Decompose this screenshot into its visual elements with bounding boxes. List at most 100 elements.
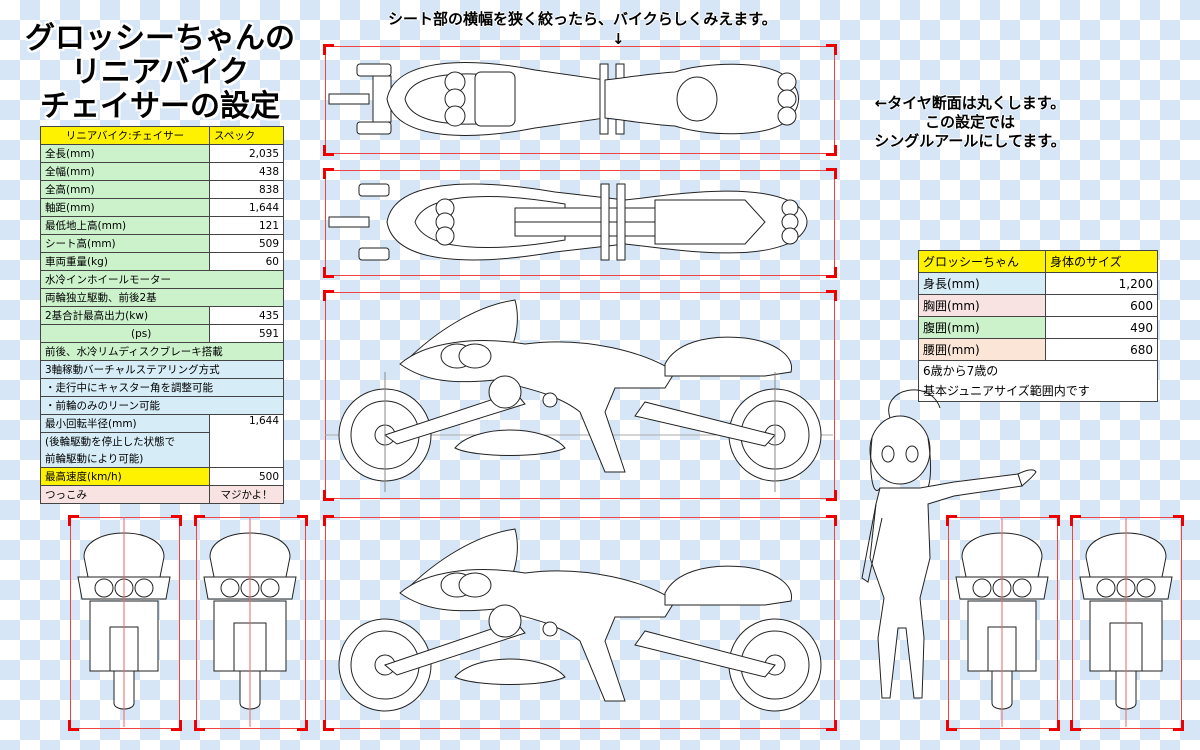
spec-row: 全長(mm)2,035	[40, 144, 285, 163]
spec-row: 前輪駆動により可能)	[40, 450, 284, 468]
spec-tsukkomi-label: つっこみ	[40, 485, 210, 504]
body-value: 680	[1045, 338, 1158, 361]
spec-label: 全高(mm)	[40, 180, 210, 199]
front-view-right-frame	[946, 515, 1060, 731]
character-drawing	[850, 378, 1040, 728]
bike-front-view-drawing	[70, 517, 178, 727]
page-title: グロッシーちゃんの リニアバイク チェイサーの設定	[10, 22, 310, 124]
body-size-table: グロッシーちゃん 身体のサイズ 身長(mm)1,200 胸囲(mm)600 腹囲…	[918, 250, 1158, 402]
side-view-frame	[323, 290, 837, 501]
spec-row: 軸距(mm)1,644	[40, 198, 285, 217]
spec-row: (ps)591	[40, 324, 285, 343]
spec-row: つっこみマジかよ！	[40, 485, 285, 504]
title-line-1: グロッシーちゃんの	[25, 21, 295, 56]
bike-side-view-perspective-drawing	[325, 517, 833, 727]
bike-front-view-right-drawing	[948, 517, 1056, 727]
spec-label: 車両重量(kg)	[40, 252, 210, 271]
spec-motor-2: 両輪独立駆動、前後2基	[40, 288, 284, 307]
body-note-line-2: 基本ジュニアサイズ範囲内です	[923, 384, 1090, 398]
spec-value: 438	[208, 162, 285, 181]
spec-label: シート高(mm)	[40, 234, 210, 253]
spec-speed-value: 500	[208, 467, 285, 486]
spec-value: 509	[208, 234, 285, 253]
spec-steer-2: ・走行中にキャスター角を調整可能	[40, 378, 284, 397]
spec-value: 2,035	[208, 144, 285, 163]
bottom-view-frame	[323, 168, 837, 278]
spec-turn-note-1: (後輪駆動を停止した状態で	[40, 432, 210, 450]
spec-label: 軸距(mm)	[40, 198, 210, 217]
tire-note: ←タイヤ断面は丸くします。 この設定では シングルアールにしてます。	[850, 94, 1090, 151]
tire-note-line-2: この設定では	[924, 113, 1015, 131]
body-header-name: グロッシーちゃん	[918, 250, 1046, 273]
spec-value: 838	[208, 180, 285, 199]
body-note: 6歳から7歳の 基本ジュニアサイズ範囲内です	[918, 360, 1158, 402]
spec-steer-3: ・前輪のみのリーン可能	[40, 396, 284, 415]
spec-power-ps-label: (ps)	[40, 324, 210, 343]
spec-power-label: 2基合計最高出力(kw)	[40, 306, 210, 325]
spec-row: 3軸稼動バーチャルステアリング方式	[40, 360, 284, 379]
bike-side-view-drawing	[325, 292, 833, 497]
spec-value: 1,644	[208, 198, 285, 217]
tire-note-line-1: ←タイヤ断面は丸くします。	[874, 94, 1066, 112]
body-value: 1,200	[1045, 272, 1158, 295]
spec-power-ps: 591	[208, 324, 285, 343]
rear-view-right-frame	[1070, 515, 1184, 731]
body-label: 腹囲(mm)	[918, 316, 1046, 339]
seat-arrow: ↓	[612, 30, 625, 48]
spec-row: シート高(mm)509	[40, 234, 285, 253]
spec-row: ・走行中にキャスター角を調整可能	[40, 378, 284, 397]
spec-tsukkomi-value: マジかよ！	[208, 485, 285, 504]
tire-note-line-3: シングルアールにしてます。	[874, 132, 1066, 150]
spec-row: 車両重量(kg)60	[40, 252, 285, 271]
spec-turn-label: 最小回転半径(mm)	[40, 414, 210, 433]
body-row: 腹囲(mm)490	[918, 316, 1158, 339]
spec-turn-note-2: 前輪駆動により可能)	[40, 450, 210, 468]
spec-label: 最低地上高(mm)	[40, 216, 210, 235]
rear-view-frame	[194, 515, 308, 731]
spec-value: 60	[208, 252, 285, 271]
spec-row: 両輪独立駆動、前後2基	[40, 288, 284, 307]
spec-header-row: リニアバイク:チェイサー スペック	[40, 126, 285, 145]
spec-power-kw: 435	[208, 306, 285, 325]
spec-row: 前後、水冷リムディスクブレーキ搭載	[40, 342, 284, 361]
spec-brake: 前後、水冷リムディスクブレーキ搭載	[40, 342, 284, 361]
bike-rear-view-right-drawing	[1072, 517, 1180, 727]
spec-label: 全長(mm)	[40, 144, 210, 163]
body-note-row: 6歳から7歳の 基本ジュニアサイズ範囲内です	[918, 360, 1158, 402]
bike-top-view-drawing	[325, 46, 833, 152]
spec-speed-label: 最高速度(km/h)	[40, 467, 210, 486]
top-view-frame	[323, 44, 837, 156]
spec-table: リニアバイク:チェイサー スペック 全長(mm)2,035 全幅(mm)438 …	[40, 126, 285, 504]
spec-row: 最低地上高(mm)121	[40, 216, 285, 235]
spec-row: 2基合計最高出力(kw)435	[40, 306, 285, 325]
title-line-2: リニアバイク	[70, 55, 250, 90]
body-row: 胸囲(mm)600	[918, 294, 1158, 317]
spec-row: (後輪駆動を停止した状態で	[40, 432, 284, 450]
spec-row: 水冷インホイールモーター	[40, 270, 284, 289]
body-note-line-1: 6歳から7歳の	[923, 364, 999, 378]
spec-row: 最小回転半径(mm)1,644	[40, 414, 285, 468]
spec-value: 121	[208, 216, 285, 235]
spec-motor-1: 水冷インホイールモーター	[40, 270, 284, 289]
body-label: 胸囲(mm)	[918, 294, 1046, 317]
body-row: 腰囲(mm)680	[918, 338, 1158, 361]
title-line-3: チェイサーの設定	[40, 89, 280, 124]
body-value: 490	[1045, 316, 1158, 339]
spec-row: 全幅(mm)438	[40, 162, 285, 181]
body-header-row: グロッシーちゃん 身体のサイズ	[918, 250, 1158, 273]
bike-rear-view-drawing	[196, 517, 304, 727]
side-view-perspective-frame	[323, 515, 837, 731]
spec-row: 最高速度(km/h)500	[40, 467, 285, 486]
spec-turn-value: 1,644	[208, 414, 285, 468]
spec-label: 全幅(mm)	[40, 162, 210, 181]
seat-note: シート部の横幅を狭く絞ったら、バイクらしくみえます。	[388, 10, 777, 28]
spec-row: 全高(mm)838	[40, 180, 285, 199]
spec-header-value: スペック	[208, 126, 285, 145]
spec-row: ・前輪のみのリーン可能	[40, 396, 284, 415]
body-value: 600	[1045, 294, 1158, 317]
bike-bottom-view-drawing	[325, 170, 833, 274]
spec-header-name: リニアバイク:チェイサー	[40, 126, 210, 145]
front-view-frame	[68, 515, 182, 731]
spec-steer-1: 3軸稼動バーチャルステアリング方式	[40, 360, 284, 379]
body-label: 腰囲(mm)	[918, 338, 1046, 361]
